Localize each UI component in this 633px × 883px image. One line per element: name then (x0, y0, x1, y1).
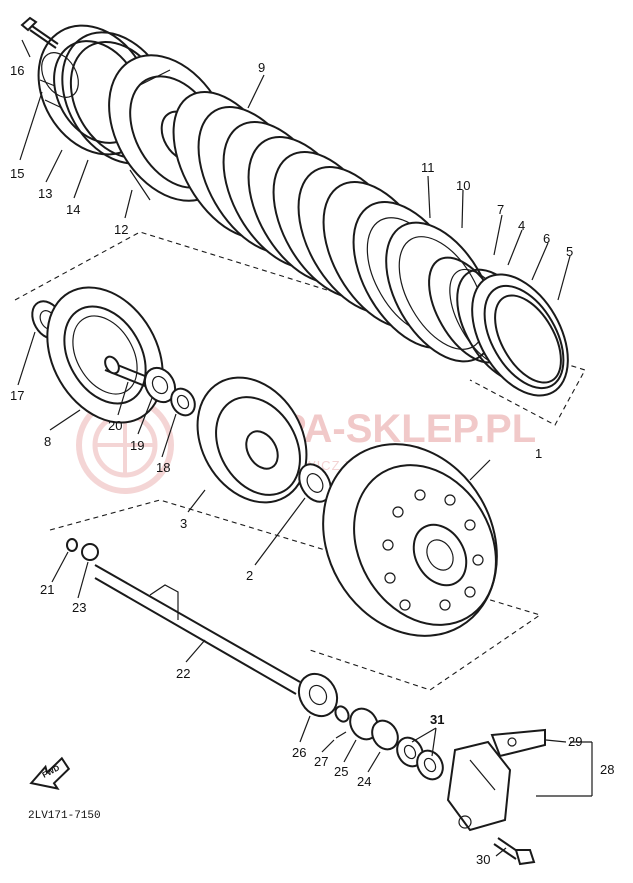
part-31-oil-seal (396, 736, 444, 781)
callout-25: 25 (334, 764, 348, 779)
callout-3: 3 (180, 516, 187, 531)
part-19-collar (143, 366, 177, 404)
part-22-push-rod (94, 564, 301, 695)
callout-20: 20 (108, 418, 122, 433)
shaft-group-box (49, 499, 542, 691)
callout-22: 22 (176, 666, 190, 681)
callout-12: 12 (114, 222, 128, 237)
part-18-nut (170, 387, 196, 417)
part-30-bolt (493, 837, 536, 866)
clutch-pack-group-box (14, 231, 586, 426)
callout-15: 15 (10, 166, 24, 181)
callout-21: 21 (40, 582, 54, 597)
part-5-spring (471, 273, 569, 397)
callout-13: 13 (38, 186, 52, 201)
callout-24: 24 (357, 774, 371, 789)
callout-26: 26 (292, 745, 306, 760)
callout-30: 30 (476, 852, 490, 867)
callout-6: 6 (543, 231, 550, 246)
callout-5: 5 (566, 244, 573, 259)
callout-19: 19 (130, 438, 144, 453)
part-25-collar (349, 707, 379, 741)
callout-9: 9 (258, 60, 265, 75)
callout-10: 10 (456, 178, 470, 193)
part-1-clutch-housing (322, 443, 498, 637)
part-28-push-lever-assembly (446, 740, 512, 832)
callout-28: 28 (600, 762, 614, 777)
drawing-code: 2LV171-7150 (28, 810, 101, 822)
part-26-bearing (297, 672, 339, 718)
part-29-lever (490, 728, 546, 758)
callout-11: 11 (421, 160, 435, 175)
part-23-ball (81, 543, 99, 561)
part-27-pin (334, 705, 350, 739)
part-callouts: 9 16 15 13 14 12 11 10 7 4 6 5 17 8 20 1… (10, 60, 614, 867)
callout-4: 4 (518, 218, 525, 233)
part-8-primary-gear (46, 286, 164, 424)
callout-14: 14 (66, 202, 80, 217)
callout-1: 1 (535, 446, 542, 461)
part-16-bolt (20, 16, 59, 49)
leader-lines (17, 39, 593, 857)
callout-16: 16 (10, 63, 24, 78)
part-20-push-rod (104, 355, 151, 389)
forward-arrow-icon: FWD (29, 756, 71, 790)
callout-29: 29 (568, 734, 582, 749)
callout-8: 8 (44, 434, 51, 449)
callout-2: 2 (246, 568, 253, 583)
part-21-clip (66, 538, 78, 552)
part-3-clutch-gear (196, 376, 308, 504)
callout-27: 27 (314, 754, 328, 769)
callout-17: 17 (10, 388, 24, 403)
part-24-washer (371, 719, 399, 751)
callout-18: 18 (156, 460, 170, 475)
callout-31: 31 (430, 712, 444, 727)
callout-23: 23 (72, 600, 86, 615)
callout-7: 7 (497, 202, 504, 217)
